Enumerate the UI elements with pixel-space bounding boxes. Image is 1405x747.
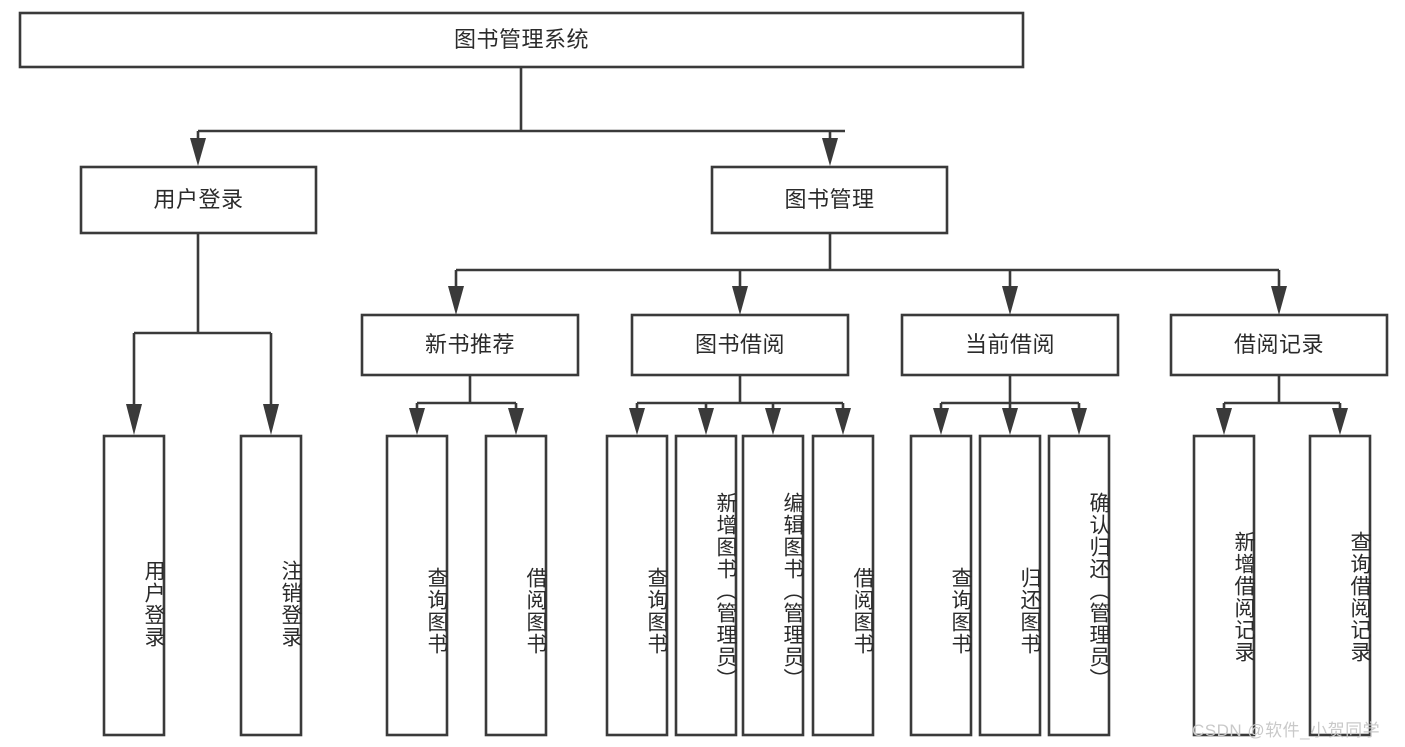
node-box-leaf-add-record[interactable]	[1192, 434, 1256, 737]
arrowhead-bookborrow-leaf-1	[629, 408, 645, 435]
arrowhead-bookborrow-leaf-2	[698, 408, 714, 435]
node-box-leaf-edit-book[interactable]	[741, 434, 805, 737]
node-box-leaf-add-book[interactable]	[674, 434, 738, 737]
node-box-book-manage[interactable]	[710, 165, 949, 235]
arrowhead-book-borrow	[732, 286, 748, 315]
node-box-leaf-return-book[interactable]	[978, 434, 1042, 737]
node-box-leaf-confirm-return[interactable]	[1047, 434, 1111, 737]
arrowhead-bookborrow-leaf-4	[835, 408, 851, 435]
watermark-text: CSDN @软件_小贺同学	[1192, 721, 1381, 740]
arrowhead-user-login	[190, 138, 206, 166]
arrowhead-borrow-record	[1271, 286, 1287, 315]
node-box-new-book-recommend[interactable]	[360, 313, 580, 377]
node-box-leaf-user-login[interactable]	[102, 434, 166, 737]
arrowhead-borrowrecord-leaf-2	[1332, 408, 1348, 435]
node-box-leaf-query-record[interactable]	[1308, 434, 1372, 737]
arrowhead-currentborrow-leaf-3	[1071, 408, 1087, 435]
node-box-leaf-query-book-2[interactable]	[605, 434, 669, 737]
arrowhead-currentborrow-leaf-1	[933, 408, 949, 435]
arrowhead-borrowrecord-leaf-1	[1216, 408, 1232, 435]
node-box-current-borrow[interactable]	[900, 313, 1120, 377]
arrowhead-bookborrow-leaf-3	[765, 408, 781, 435]
node-box-leaf-query-book-1[interactable]	[385, 434, 449, 737]
arrowhead-leaf-user-login	[126, 404, 142, 435]
node-box-user-login[interactable]	[79, 165, 318, 235]
arrowhead-newbook-leaf-1	[409, 408, 425, 435]
node-box-book-borrow[interactable]	[630, 313, 850, 377]
connector-layer	[126, 67, 1348, 435]
arrowhead-current-borrow	[1002, 286, 1018, 315]
arrowhead-newbook-leaf-2	[508, 408, 524, 435]
node-box-leaf-query-book-3[interactable]	[909, 434, 973, 737]
arrowhead-currentborrow-leaf-2	[1002, 408, 1018, 435]
node-box-borrow-record[interactable]	[1169, 313, 1389, 377]
node-box-leaf-borrow-book-2[interactable]	[811, 434, 875, 737]
arrowhead-book-manage	[822, 138, 838, 166]
node-box-leaf-logout[interactable]	[239, 434, 303, 737]
node-box-root[interactable]	[18, 11, 1025, 69]
node-box-leaf-borrow-book-1[interactable]	[484, 434, 548, 737]
arrowhead-new-book-recommend	[448, 286, 464, 315]
node-box-layer	[18, 11, 1389, 737]
arrowhead-leaf-logout	[263, 404, 279, 435]
